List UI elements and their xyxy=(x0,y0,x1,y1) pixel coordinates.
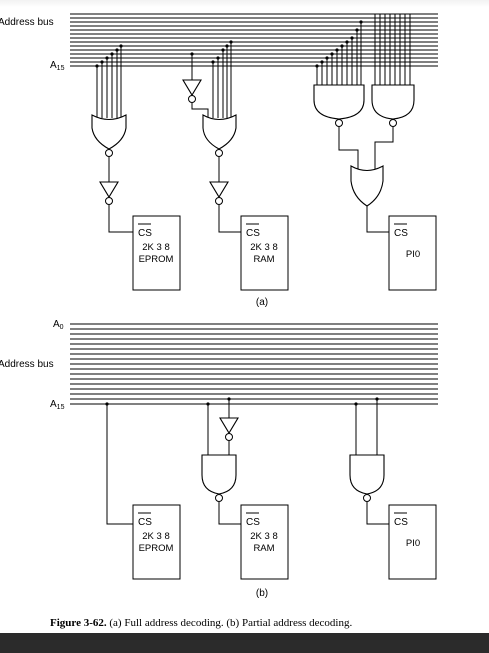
eprom-name-label-a: EPROM xyxy=(139,254,174,265)
ram-chip-a: CS 2K 3 8 RAM xyxy=(240,215,289,291)
address-bus-label-a: Address bus xyxy=(0,17,54,28)
figure-number: Figure 3-62. xyxy=(50,617,107,629)
ram-cs-label-b: CS xyxy=(246,517,260,528)
pio-chip-a: CS PI0 xyxy=(388,215,437,291)
pio-name-label-a: PI0 xyxy=(406,249,420,260)
eprom-cs-label-b: CS xyxy=(138,517,152,528)
ram-or-gate-a xyxy=(182,40,241,233)
eprom-size-label-b: 2K 3 8 xyxy=(142,531,169,542)
figure-caption-text: (a) Full address decoding. (b) Partial a… xyxy=(109,617,353,629)
eprom-chip-a: CS 2K 3 8 EPROM xyxy=(132,215,181,291)
pio-and-gate-b xyxy=(349,397,389,525)
ram-cs-label-a: CS xyxy=(246,228,260,239)
pio-name-label-b: PI0 xyxy=(406,538,420,549)
pio-cs-label-b: CS xyxy=(394,517,408,528)
a15-label-a: A15 xyxy=(50,60,65,72)
eprom-or-gate-a xyxy=(91,44,133,233)
pio-chip-b: CS PI0 xyxy=(388,504,437,580)
sublabel-b: (b) xyxy=(256,588,268,599)
pio-cs-label-a: CS xyxy=(394,228,408,239)
ram-name-label-a: RAM xyxy=(253,254,274,265)
ram-name-label-b: RAM xyxy=(253,543,274,554)
ram-size-label-b: 2K 3 8 xyxy=(250,531,277,542)
address-bus-label-b: Address bus xyxy=(0,359,54,370)
page-top-edge xyxy=(0,0,489,7)
ram-and-gate-b xyxy=(201,397,241,525)
eprom-name-label-b: EPROM xyxy=(139,543,174,554)
eprom-select-b xyxy=(105,402,133,525)
ram-chip-b: CS 2K 3 8 RAM xyxy=(240,504,289,580)
ram-size-label-a: 2K 3 8 xyxy=(250,242,277,253)
eprom-chip-b: CS 2K 3 8 EPROM xyxy=(132,504,181,580)
address-bus-a xyxy=(70,13,438,67)
figure-caption: Figure 3-62. (a) Full address decoding. … xyxy=(50,617,352,629)
a0-label-b: A0 xyxy=(53,319,64,331)
viewer-bottom-bar xyxy=(0,633,489,653)
address-bus-b xyxy=(70,323,438,405)
eprom-cs-label-a: CS xyxy=(138,228,152,239)
pio-decoder-a xyxy=(313,14,415,233)
eprom-size-label-a: 2K 3 8 xyxy=(142,242,169,253)
sublabel-a: (a) xyxy=(256,297,268,308)
a15-label-b: A15 xyxy=(50,399,65,411)
